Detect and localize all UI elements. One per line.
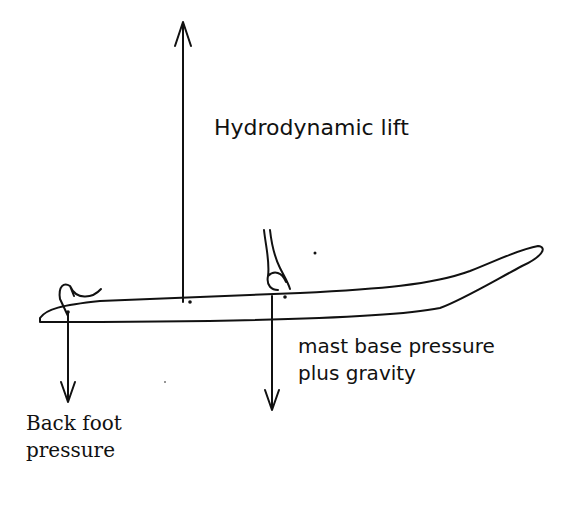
force-label: Back foot pressure bbox=[26, 410, 144, 464]
lift-arrow bbox=[175, 22, 191, 302]
force-point bbox=[66, 310, 70, 314]
mast-pressure-arrow bbox=[265, 296, 279, 410]
back-foot-arrow bbox=[61, 312, 75, 402]
force-label: Hydrodynamic lift bbox=[214, 113, 474, 143]
mast-base-mount bbox=[264, 230, 290, 290]
force-point bbox=[188, 300, 192, 304]
force-label: mast base pressure plus gravity bbox=[298, 333, 498, 387]
stray-dot bbox=[164, 381, 166, 383]
back-foot-strap bbox=[60, 285, 101, 316]
board-outline bbox=[40, 246, 543, 322]
stray-dot bbox=[314, 252, 317, 255]
force-point bbox=[283, 295, 287, 299]
